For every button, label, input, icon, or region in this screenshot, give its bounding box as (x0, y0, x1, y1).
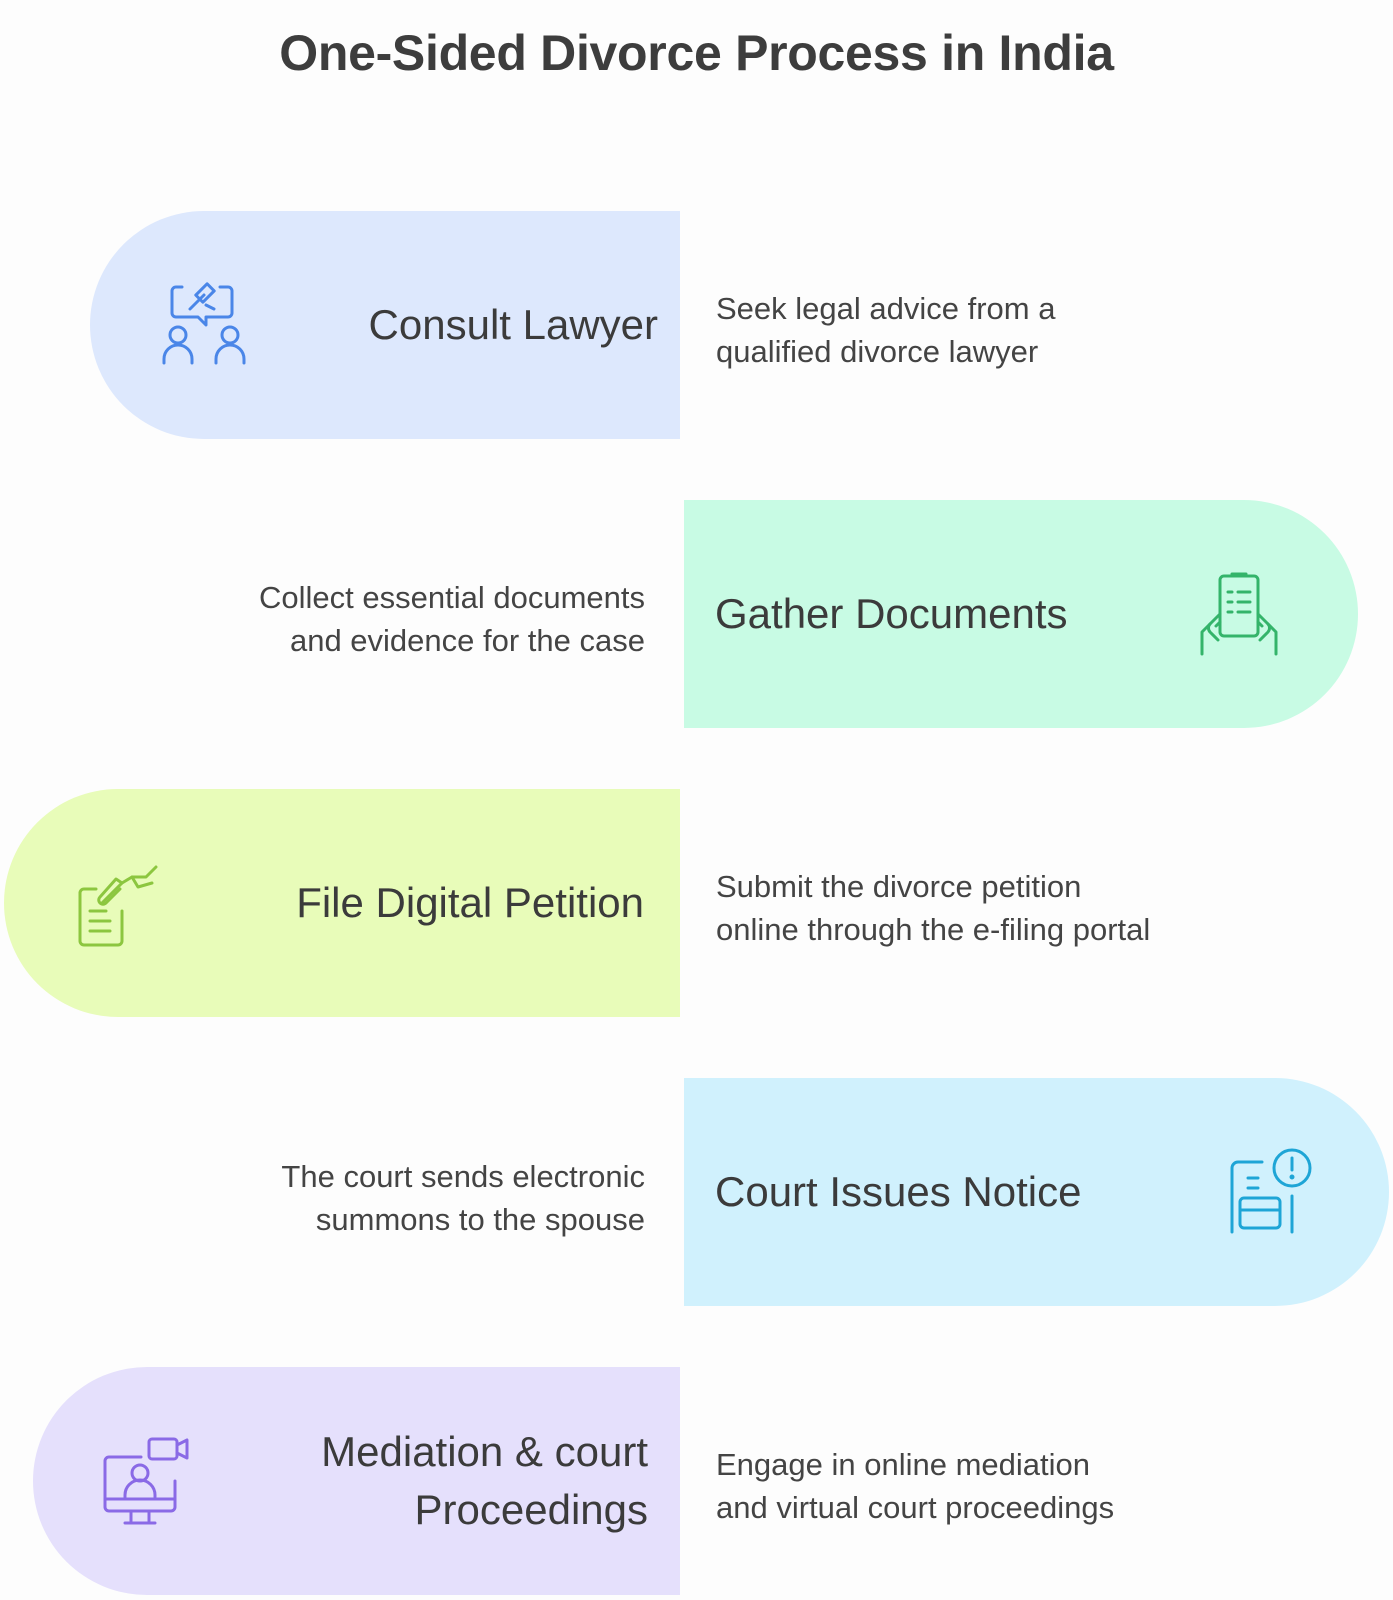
step-description: Submit the divorce petition online throu… (716, 865, 1150, 951)
notice-alert-icon (1224, 1148, 1314, 1238)
step-description: Seek legal advice from a qualified divor… (716, 287, 1055, 373)
step-title: Gather Documents (715, 590, 1068, 637)
description-line: qualified divorce lawyer (716, 334, 1039, 369)
step-title: Consult Lawyer (368, 301, 658, 348)
description-line: summons to the spouse (315, 1202, 645, 1237)
description-line: and virtual court proceedings (716, 1490, 1115, 1525)
description-line: Collect essential documents (259, 580, 645, 615)
step-title-line: Proceedings (414, 1486, 648, 1533)
video-conference-icon (101, 1435, 193, 1527)
description-line: The court sends electronic (281, 1159, 645, 1194)
step-description: The court sends electronic summons to th… (281, 1155, 645, 1241)
step-title: Mediation & court Proceedings (321, 1423, 648, 1539)
petition-document-icon (74, 859, 164, 949)
description-line: online through the e-filing portal (716, 912, 1151, 947)
step-mediation-court-proceedings: Mediation & court Proceedings (33, 1367, 680, 1595)
description-line: and evidence for the case (289, 623, 645, 658)
step-gather-documents: Gather Documents (684, 500, 1358, 728)
step-file-digital-petition: File Digital Petition (4, 789, 680, 1017)
step-court-issues-notice: Court Issues Notice (684, 1078, 1389, 1306)
description-line: Submit the divorce petition (716, 869, 1082, 904)
step-title: Court Issues Notice (715, 1168, 1082, 1215)
step-consult-lawyer: Consult Lawyer (90, 211, 680, 439)
step-title-line: Mediation & court (321, 1428, 648, 1475)
step-description: Engage in online mediation and virtual c… (716, 1443, 1114, 1529)
step-description: Collect essential documents and evidence… (259, 576, 645, 662)
documents-in-hands-icon (1194, 570, 1284, 660)
description-line: Engage in online mediation (716, 1447, 1090, 1482)
step-title: File Digital Petition (296, 879, 644, 926)
diagram-title: One-Sided Divorce Process in India (279, 25, 1114, 81)
lawyer-consultation-icon (160, 281, 250, 371)
description-line: Seek legal advice from a (716, 291, 1056, 326)
